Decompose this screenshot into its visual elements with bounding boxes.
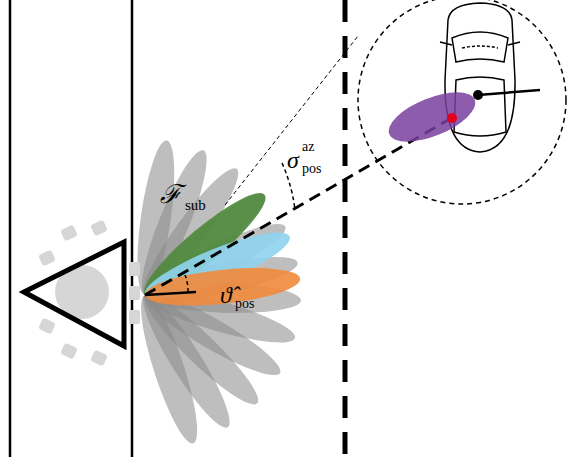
lane-line xyxy=(131,0,134,457)
position-ellipse xyxy=(382,82,482,152)
estimated-position xyxy=(447,113,457,123)
road xyxy=(10,0,345,457)
symbol: ℱ xyxy=(160,182,181,208)
symbol: ϑ̂ xyxy=(220,283,232,307)
subscript: pos xyxy=(302,162,321,176)
zoom-circle xyxy=(358,0,566,204)
heading-line xyxy=(478,90,540,95)
road-edge xyxy=(9,0,12,457)
car-center xyxy=(473,90,483,100)
angle-arc xyxy=(185,275,188,292)
car xyxy=(440,3,520,152)
spread-line xyxy=(225,36,358,205)
robot xyxy=(24,220,140,367)
subscript: sub xyxy=(185,198,206,213)
dashed-lane-line xyxy=(343,0,348,457)
robot-triangle xyxy=(24,242,124,346)
subscript: pos xyxy=(235,297,254,311)
beam xyxy=(131,290,208,448)
selected-beam xyxy=(143,262,302,312)
bearing-line xyxy=(145,120,448,295)
reference-line xyxy=(145,292,196,295)
superscript: az xyxy=(302,140,314,154)
beam-fan xyxy=(130,138,302,448)
symbol: σ xyxy=(287,148,299,172)
measurement xyxy=(145,36,448,295)
